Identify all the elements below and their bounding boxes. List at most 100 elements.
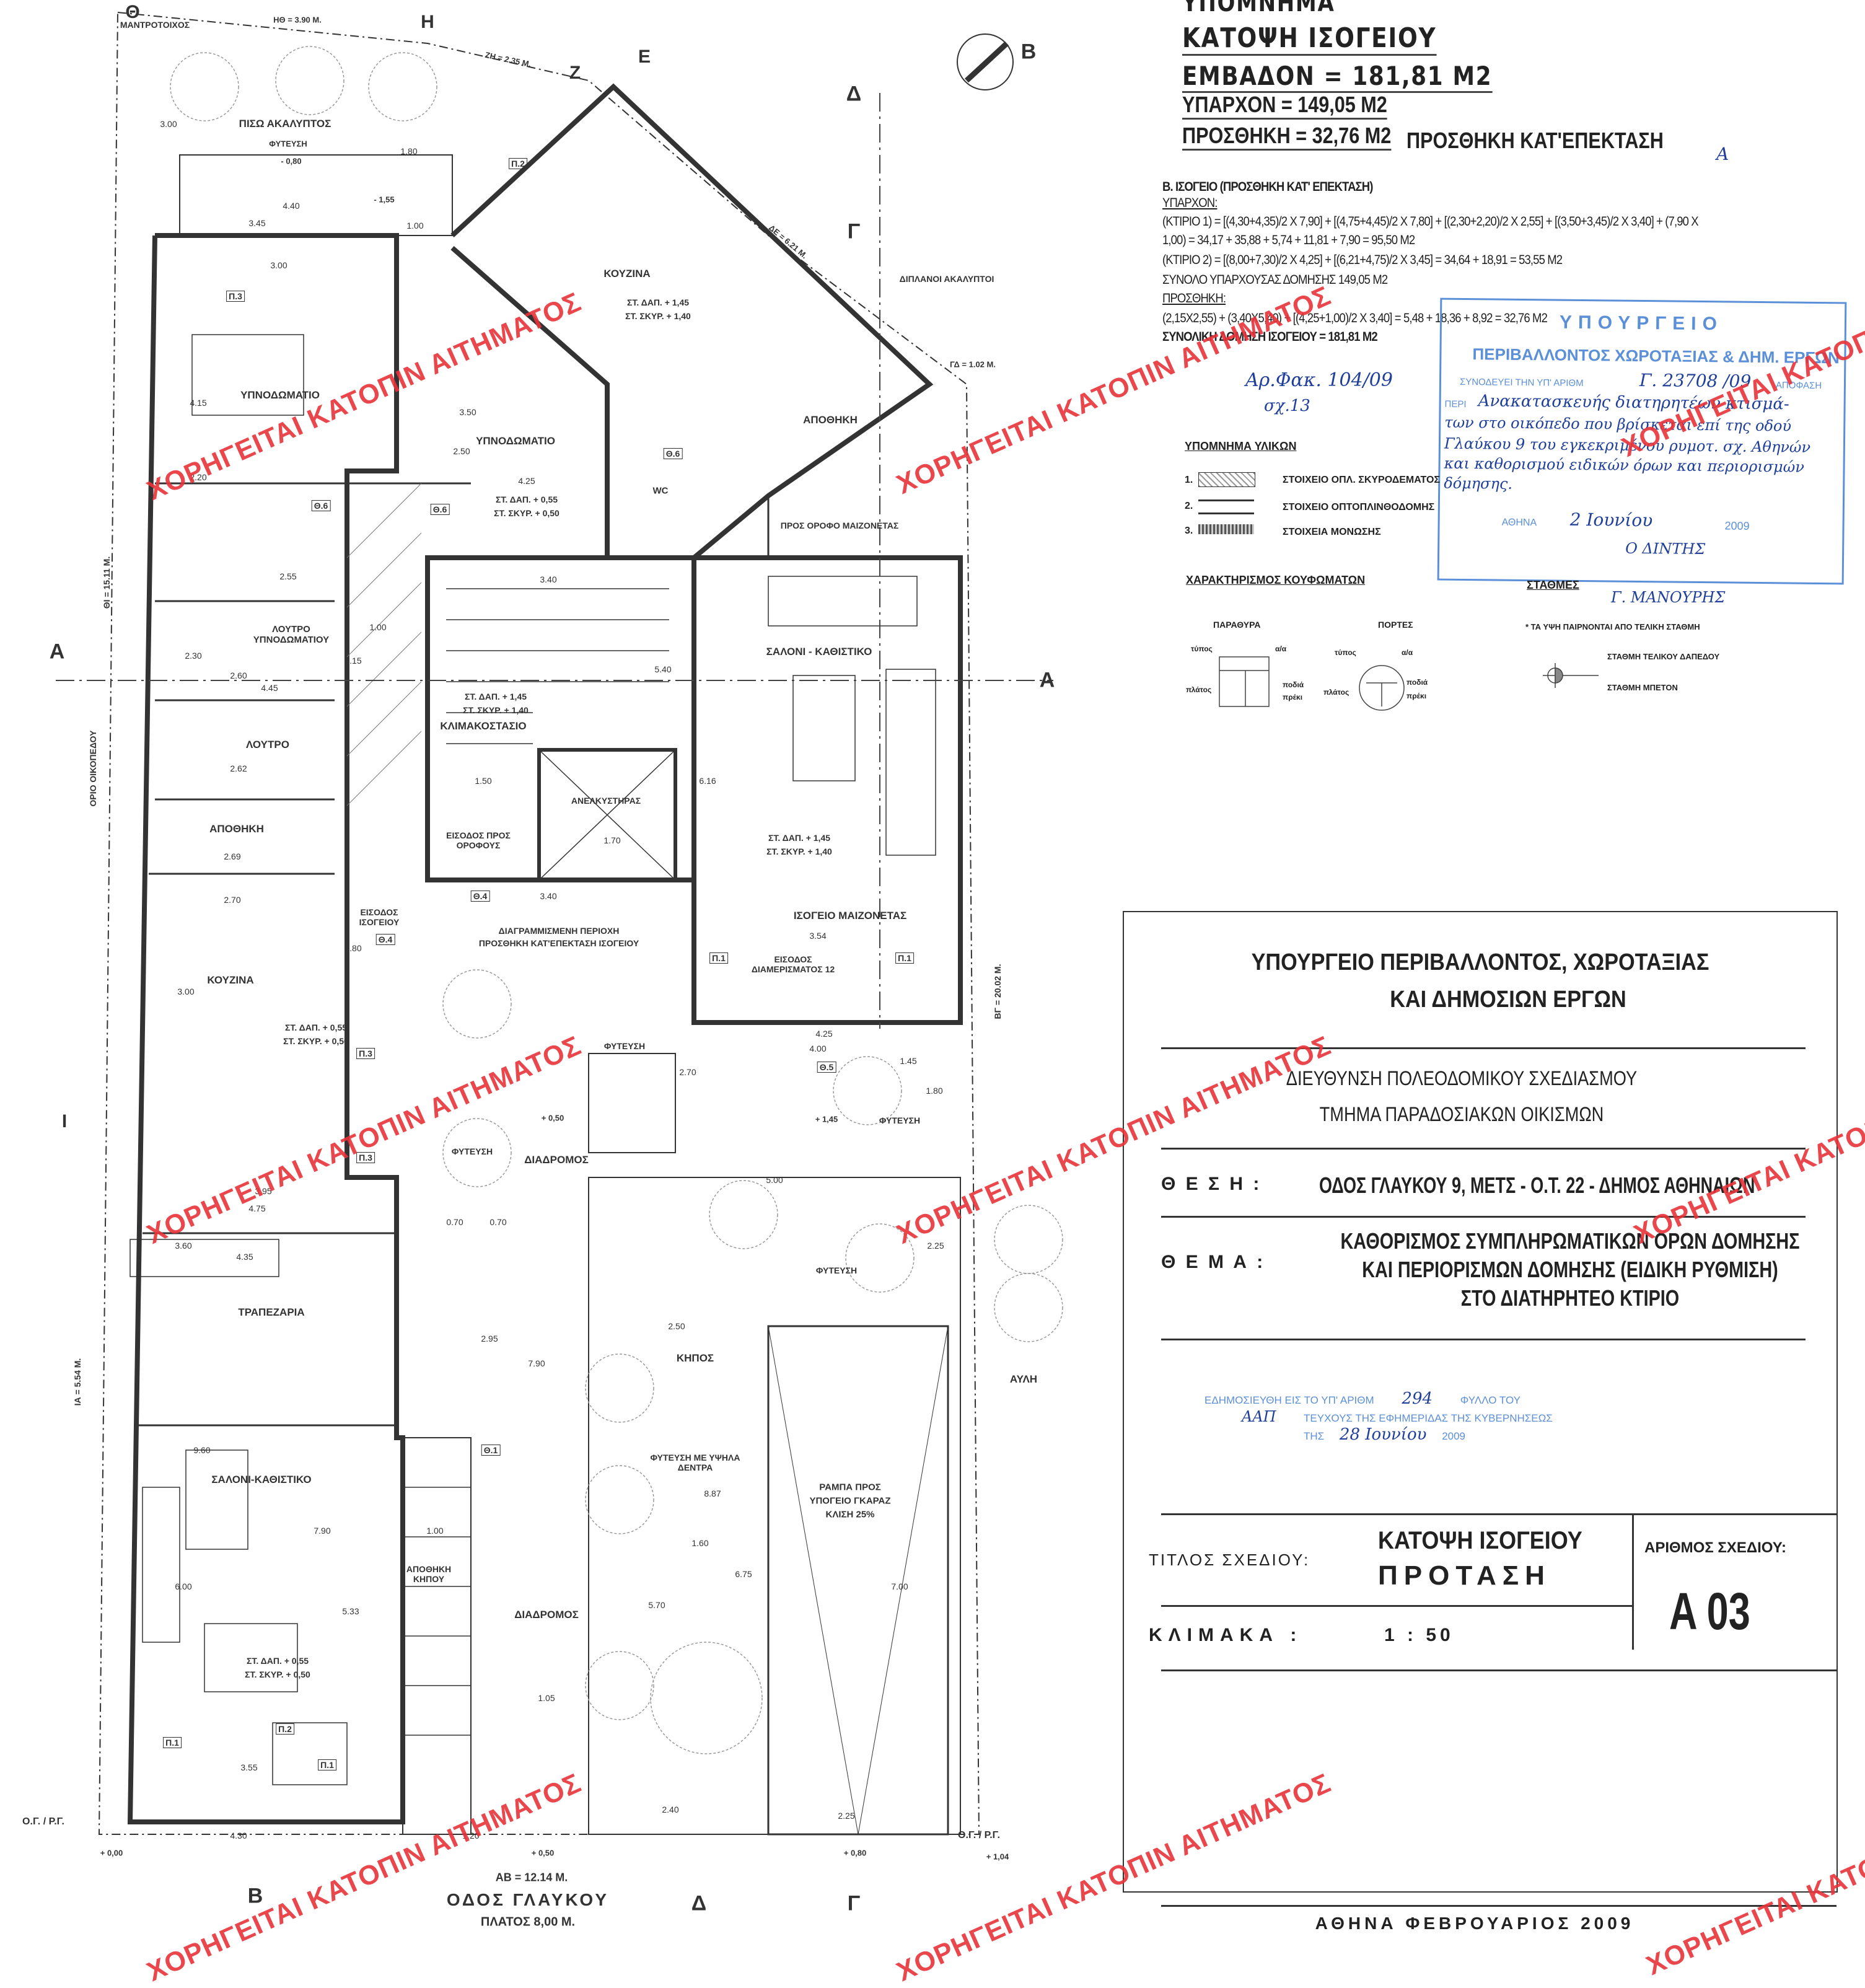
dimension-label: 0.70: [446, 1217, 463, 1227]
kitchen-walls: [450, 83, 934, 560]
dimension-label: 2.30: [185, 651, 202, 661]
level-mark: - 0,80: [281, 156, 302, 166]
levels-title: ΣΤΑΘΜΕΣ: [1527, 579, 1579, 591]
levels-final: ΣΤΑΘΜΗ ΤΕΛΙΚΟΥ ΔΑΠΕΔΟΥ: [1607, 652, 1720, 661]
room-label: ΛΟΥΤΡΟ ΥΠΝΟΔΩΜΑΤΙΟΥ: [253, 624, 330, 645]
legend-heading: ΥΠΟΜΝΗΜΑ: [1182, 0, 1335, 17]
level-mark: + 0,00: [100, 1848, 123, 1858]
openings-podia-label: ποδιά: [1406, 678, 1428, 687]
ministry: ΚΑΙ ΔΗΜΟΣΙΩΝ ΕΡΓΩΝ: [1390, 987, 1626, 1013]
section-mark: Β: [247, 1884, 263, 1908]
calc-line: (ΚΤΙΡΙΟ 2) = [(8,00+7,30)/2 X 4,25] + [(…: [1162, 253, 1563, 267]
openings-width-label: πλάτος: [1186, 685, 1212, 694]
section-mark: Α: [49, 640, 65, 664]
room-label: ΙΣΟΓΕΙΟ ΜΑΙΖΟΝΕΤΑΣ: [793, 910, 907, 921]
dimension-label: 2.50: [453, 446, 470, 456]
opening-mark: Π.3: [356, 1152, 375, 1163]
publication-note: ΕΔΗΜΟΣΙΕΥΘΗ ΕΙΣ ΤΟ ΥΠ' ΑΡΙΘΜ 294 ΦΥΛΛΟ Τ…: [1205, 1389, 1553, 1444]
section-mark: Ζ: [569, 63, 581, 83]
level-mark: ΣΤ. ΔΑΠ. + 0,55: [495, 495, 558, 504]
calc-title: Β. ΙΣΟΓΕΙΟ (ΠΡΟΣΘΗΚΗ ΚΑΤ' ΕΠΕΚΤΑΣΗ): [1162, 180, 1373, 194]
room-label: ΦΥΤΕΥΣΗ ΜΕ ΥΨΗΛΑ ΔΕΝΤΡΑ: [650, 1453, 740, 1472]
file-note: Αρ.Φακ. 104/09: [1245, 369, 1393, 391]
room-label: ΠΡΟΣ ΟΡΟΦΟ ΜΑΙΖΟΝΕΤΑΣ: [780, 521, 899, 530]
file-note: σχ.13: [1264, 397, 1310, 415]
dimension-label: 8.87: [704, 1489, 721, 1498]
subject: ΚΑΘΟΡΙΣΜΟΣ ΣΥΜΠΛΗΡΩΜΑΤΙΚΩΝ ΟΡΩΝ ΔΟΜΗΣΗΣ: [1340, 1228, 1800, 1254]
level-mark: ΣΤ. ΔΑΠ. + 0,55: [246, 1656, 309, 1666]
material-swatch-insulation: [1198, 524, 1254, 534]
dimension-label: 1.70: [603, 835, 621, 845]
room-label: ΔΙΑΔΡΟΜΟΣ: [514, 1609, 579, 1621]
boundary-label: ΒΓ = 20.02 Μ.: [993, 964, 1003, 1019]
level-mark: ΣΤ. ΣΚΥΡ. + 0,50: [245, 1669, 310, 1679]
plot-boundary: [98, 12, 980, 1835]
ramp: [767, 1325, 949, 1836]
initial-mark: A: [1716, 144, 1729, 164]
dimension-label: 3.00: [177, 987, 195, 996]
section-mark: Δ: [691, 1891, 707, 1915]
dimension-label: 2.60: [230, 671, 247, 680]
room-label: ΚΛΙΜΑΚΟΣΤΑΣΙΟ: [440, 720, 527, 732]
dimension-label: 3.60: [175, 1241, 192, 1251]
dimension-label: 4.30: [230, 1831, 247, 1841]
location-label: Θ Ε Σ Η :: [1161, 1174, 1262, 1194]
subject: ΚΑΙ ΠΕΡΙΟΡΙΣΜΩΝ ΔΟΜΗΣΗΣ (ΕΙΔΙΚΗ ΡΥΘΜΙΣΗ): [1362, 1257, 1778, 1282]
dimension-label: 3.55: [240, 1762, 258, 1772]
room-label: ΑΠΟΘΗΚΗ ΚΗΠΟΥ: [406, 1564, 452, 1584]
dimension-label: 3.45: [248, 218, 266, 228]
openings-type-label: τύπος: [1191, 644, 1213, 653]
openings-preki-label: πρέκι: [1406, 692, 1427, 700]
publication-text: ΕΔΗΜΟΣΙΕΥΘΗ ΕΙΣ ΤΟ ΥΠ' ΑΡΙΘΜ: [1205, 1394, 1374, 1406]
title-block: ΥΠΟΥΡΓΕΙΟ ΠΕΡΙΒΑΛΛΟΝΤΟΣ, ΧΩΡΟΤΑΞΙΑΣ ΚΑΙ …: [1123, 911, 1838, 1907]
drawing-number-label: ΑΡΙΘΜΟΣ ΣΧΕΔΙΟΥ:: [1644, 1539, 1786, 1556]
ministry: ΥΠΟΥΡΓΕΙΟ ΠΕΡΙΒΑΛΛΟΝΤΟΣ, ΧΩΡΟΤΑΞΙΑΣ: [1251, 949, 1709, 975]
level-mark: ΣΤ. ΔΑΠ. + 0,55: [284, 1023, 348, 1032]
room-label: ΠΡΟΣΘΗΚΗ ΚΑΤ'ΕΠΕΚΤΑΣΗ ΙΣΟΓΕΙΟΥ: [478, 938, 639, 948]
room-label: ΕΙΣΟΔΟΣ ΠΡΟΣ ΟΡΟΦΟΥΣ: [446, 830, 511, 850]
legend-addition-note: ΠΡΟΣΘΗΚΗ ΚΑΤ'ΕΠΕΚΤΑΣΗ: [1406, 128, 1664, 153]
level-mark: ΣΤ. ΣΚΥΡ. + 1,40: [625, 311, 691, 321]
level-mark: - 1,55: [374, 195, 395, 205]
elevator: [537, 748, 677, 882]
dimension-label: 6.75: [735, 1569, 752, 1579]
room-label: ΥΠΝΟΔΩΜΑΤΙΟ: [240, 389, 320, 401]
dimension-label: 7.80: [344, 943, 362, 953]
dimension-label: 4.75: [248, 1203, 266, 1213]
section-mark: Θ: [125, 2, 140, 22]
opening-mark: Θ.5: [817, 1062, 836, 1073]
dimension-label: 2.25: [927, 1241, 944, 1251]
stamp-date: 2 Ιουνίου: [1569, 509, 1653, 531]
material-number: 3.: [1185, 526, 1193, 536]
stamp-text: δόμησης.: [1444, 474, 1513, 493]
calc-line: ΣΥΝΟΛΙΚΗ ΔΟΜΗΣΗ ΙΣΟΓΕΙΟΥ = 181,81 Μ2: [1162, 330, 1378, 344]
dimension-label: 4.25: [815, 1029, 833, 1039]
section-mark: Γ: [847, 1891, 861, 1915]
room-label: ΑΥΛΗ: [1009, 1373, 1038, 1385]
room-label: ΦΥΤΕΥΣΗ: [603, 1041, 646, 1051]
subject-label: Θ Ε Μ Α :: [1161, 1252, 1266, 1272]
section-mark: Ι: [61, 1111, 68, 1132]
openings-aa-label: α/α: [1275, 644, 1287, 653]
dimension-label: 2.55: [279, 571, 297, 581]
calc-existing-label: ΥΠΑΡΧΟΝ:: [1162, 196, 1218, 210]
north-arrow: [957, 33, 1014, 90]
department: ΔΙΕΥΘΥΝΣΗ ΠΟΛΕΟΔΟΜΙΚΟΥ ΣΧΕΔΙΑΣΜΟΥ: [1286, 1067, 1638, 1089]
opening-mark: Π.1: [895, 952, 914, 964]
opening-symbols: [1219, 656, 1405, 711]
boundary-label: ΙΑ = 5.54 Μ.: [72, 1358, 82, 1406]
dimension-label: 2.62: [230, 763, 247, 773]
boundary-label: ΜΑΝΤΡΟΤΟΙΧΟΣ: [120, 20, 190, 30]
dimension-label: 2.20: [190, 472, 207, 482]
room-label: ΥΠΝΟΔΩΜΑΤΙΟ: [476, 435, 555, 447]
dimension-label: 3.00: [160, 119, 177, 129]
drawing-number: A 03: [1669, 1582, 1750, 1640]
dimension-label: 3.50: [459, 407, 476, 417]
openings-type-label: τύπος: [1335, 648, 1356, 657]
dimension-label: 7.90: [528, 1358, 545, 1368]
room-label: ΡΑΜΠΑ ΠΡΟΣ: [819, 1482, 881, 1493]
drawing-title-label: ΤΙΤΛΟΣ ΣΧΕΔΙΟΥ:: [1149, 1550, 1310, 1569]
legend-area: ΕΜΒΑΔΟΝ = 181,81 Μ2: [1182, 61, 1493, 93]
opening-mark: Θ.6: [430, 504, 450, 515]
room-label: ΚΛΙΣΗ 25%: [825, 1509, 875, 1520]
